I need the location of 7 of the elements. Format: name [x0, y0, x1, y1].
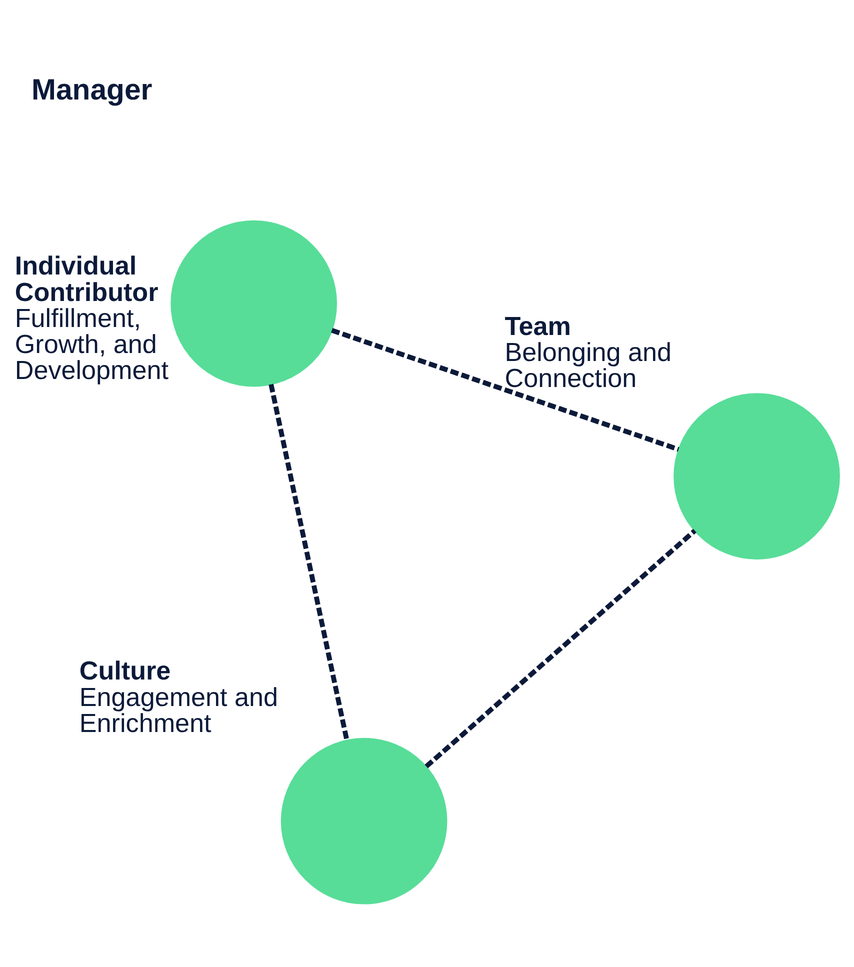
- node-circle: [674, 392, 840, 559]
- connector: [331, 328, 680, 452]
- node-circle: [280, 737, 448, 904]
- node-circle: [170, 220, 338, 386]
- label: Manager: [32, 72, 152, 106]
- connector: [424, 528, 696, 768]
- connector: [268, 383, 350, 740]
